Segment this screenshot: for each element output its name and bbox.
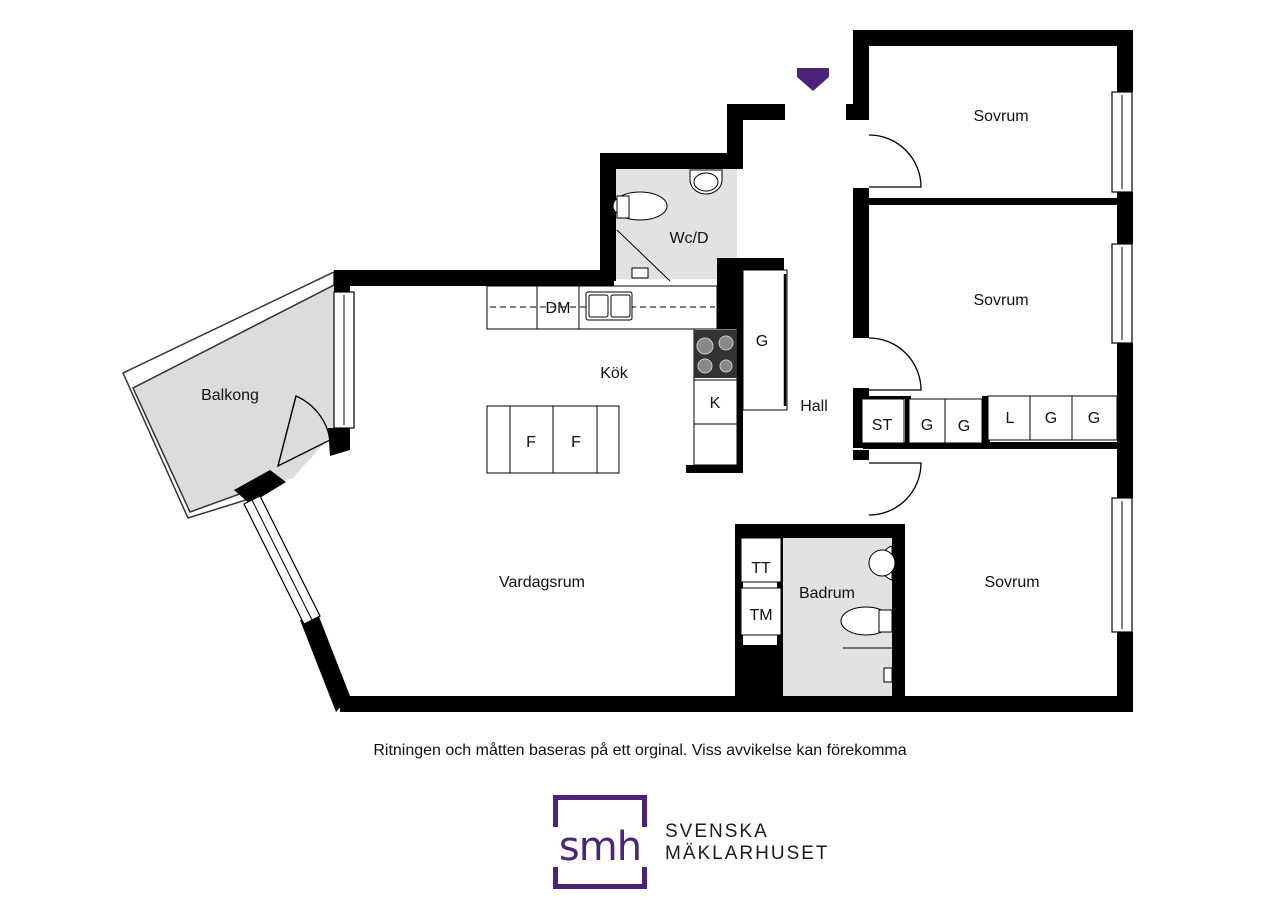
stove-icon	[694, 330, 737, 378]
fixture-dm: DM	[546, 300, 571, 317]
fixture-g2: G	[958, 418, 970, 435]
room-label-hall: Hall	[800, 398, 828, 415]
fixture-g4: G	[1088, 410, 1100, 427]
fixture-f1: F	[526, 434, 536, 451]
fixture-st: ST	[872, 417, 893, 434]
kitchen-sink-icon	[585, 291, 633, 321]
bath-fixtures	[840, 545, 896, 683]
fixture-g1: G	[921, 417, 933, 434]
room-label-kok: Kök	[600, 365, 629, 382]
fixture-tm: TM	[749, 607, 772, 624]
entrance-arrow-icon	[797, 68, 829, 91]
room-label-sovrum-2: Sovrum	[973, 292, 1028, 309]
wc-fixtures	[612, 169, 723, 282]
fixture-g3: G	[1045, 410, 1057, 427]
logo-line-2: MÄKLARHUSET	[665, 843, 830, 864]
fixture-tt: TT	[751, 560, 771, 577]
fixture-g-kitchen: G	[756, 333, 768, 350]
room-label-badrum: Badrum	[799, 585, 855, 602]
balcony-floor	[133, 285, 334, 512]
logo-mark: smh	[553, 827, 647, 867]
floor-plan: Sovrum Sovrum Sovrum Wc/D Kök Hall Balko…	[122, 30, 1133, 712]
disclaimer-text: Ritningen och måtten baseras på ett orgi…	[373, 742, 907, 759]
fixture-l: L	[1006, 410, 1015, 427]
kitchen-counters	[486, 269, 1118, 636]
logo-wordmark: SVENSKA MÄKLARHUSET	[665, 821, 830, 865]
doors	[277, 134, 922, 516]
fixture-k: K	[710, 395, 721, 412]
company-logo: smh SVENSKA MÄKLARHUSET	[553, 795, 873, 897]
room-label-sovrum-3: Sovrum	[984, 574, 1039, 591]
room-label-sovrum-1: Sovrum	[973, 108, 1028, 125]
walls	[234, 30, 1133, 712]
logo-line-1: SVENSKA	[665, 821, 769, 842]
room-label-wc: Wc/D	[669, 230, 708, 247]
fixture-f2: F	[571, 434, 581, 451]
room-label-balkong: Balkong	[201, 387, 259, 404]
room-label-vardagsrum: Vardagsrum	[499, 574, 585, 591]
